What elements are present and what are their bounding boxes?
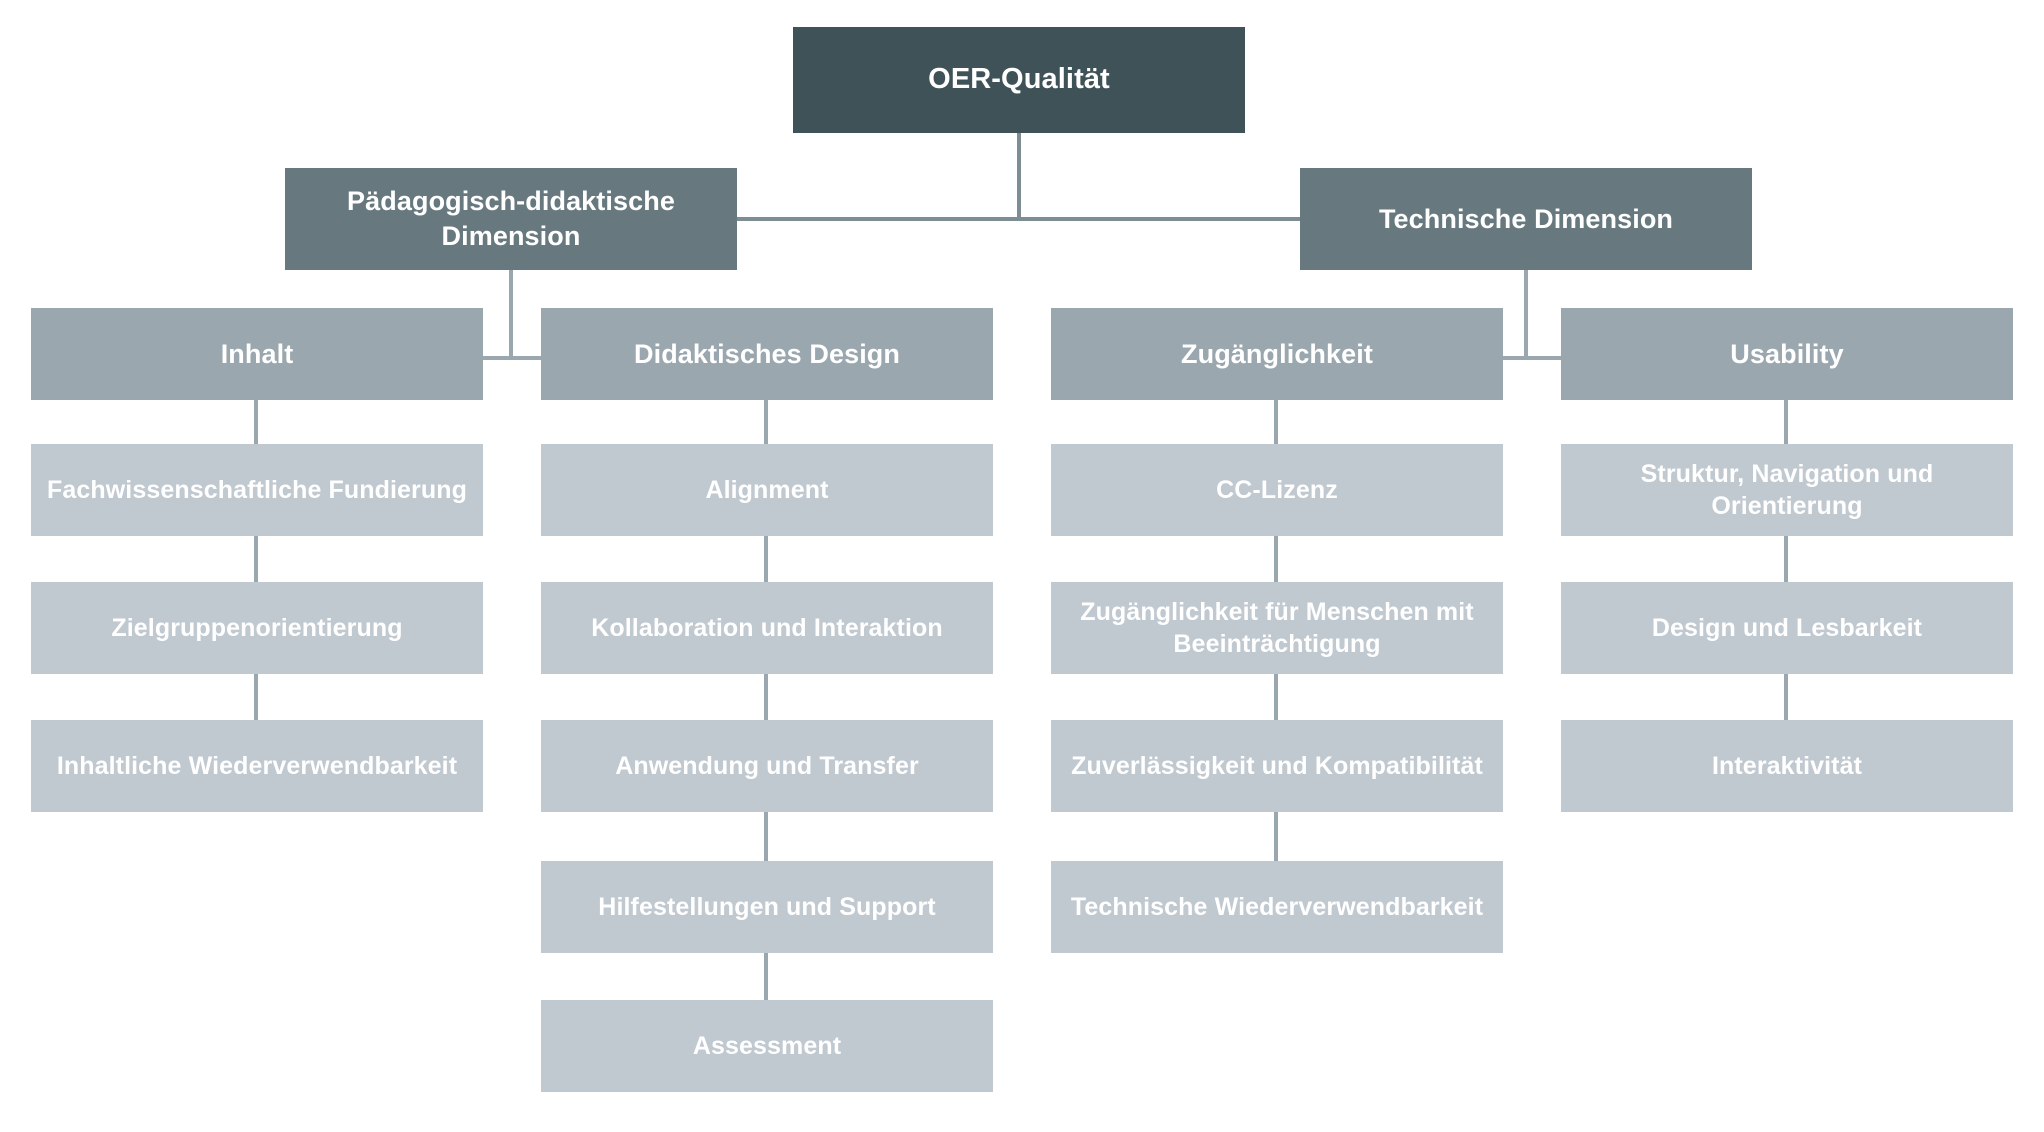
connector-technische-dimension-to-categories xyxy=(1266,356,1776,360)
node-paedagogisch-didaktische-dimension[interactable]: Pädagogisch-didaktische Dimension xyxy=(285,168,737,270)
node-usability[interactable]: Usability xyxy=(1561,308,2013,400)
node-fachwissenschaftliche-fundierung[interactable]: Fachwissenschaftliche Fundierung xyxy=(31,444,483,536)
node-oer-qualitaet[interactable]: OER-Qualität xyxy=(793,27,1245,133)
node-struktur-navigation-und-orientierung[interactable]: Struktur, Navigation und Orientierung xyxy=(1561,444,2013,536)
node-technische-wiederverwendbarkeit[interactable]: Technische Wiederverwendbarkeit xyxy=(1051,861,1503,953)
connector-inhalt-spine xyxy=(254,400,258,752)
node-alignment[interactable]: Alignment xyxy=(541,444,993,536)
node-anwendung-und-transfer[interactable]: Anwendung und Transfer xyxy=(541,720,993,812)
connector-paedagogische-dimension-stem xyxy=(509,270,513,360)
node-assessment[interactable]: Assessment xyxy=(541,1000,993,1092)
node-zielgruppenorientierung[interactable]: Zielgruppenorientierung xyxy=(31,582,483,674)
connector-didaktisches-design-spine xyxy=(764,400,768,1028)
node-zugaenglichkeit-fuer-menschen-mit-beeintraechtigung[interactable]: Zugänglichkeit für Menschen mit Beeinträ… xyxy=(1051,582,1503,674)
connector-paedagogische-dimension-to-categories xyxy=(256,356,766,360)
node-zuverlaessigkeit-und-kompatibilitaet[interactable]: Zuverlässigkeit und Kompatibilität xyxy=(1051,720,1503,812)
connector-root-to-dimensions xyxy=(511,217,1527,221)
node-hilfestellungen-und-support[interactable]: Hilfestellungen und Support xyxy=(541,861,993,953)
node-interaktivitaet[interactable]: Interaktivität xyxy=(1561,720,2013,812)
node-kollaboration-und-interaktion[interactable]: Kollaboration und Interaktion xyxy=(541,582,993,674)
connector-usability-spine xyxy=(1784,400,1788,752)
node-zugaenglichkeit[interactable]: Zugänglichkeit xyxy=(1051,308,1503,400)
node-inhalt[interactable]: Inhalt xyxy=(31,308,483,400)
node-didaktisches-design[interactable]: Didaktisches Design xyxy=(541,308,993,400)
connector-root-stem xyxy=(1017,133,1021,221)
node-inhaltliche-wiederverwendbarkeit[interactable]: Inhaltliche Wiederverwendbarkeit xyxy=(31,720,483,812)
connector-technische-dimension-stem xyxy=(1524,270,1528,360)
node-technische-dimension[interactable]: Technische Dimension xyxy=(1300,168,1752,270)
node-cc-lizenz[interactable]: CC-Lizenz xyxy=(1051,444,1503,536)
node-design-und-lesbarkeit[interactable]: Design und Lesbarkeit xyxy=(1561,582,2013,674)
